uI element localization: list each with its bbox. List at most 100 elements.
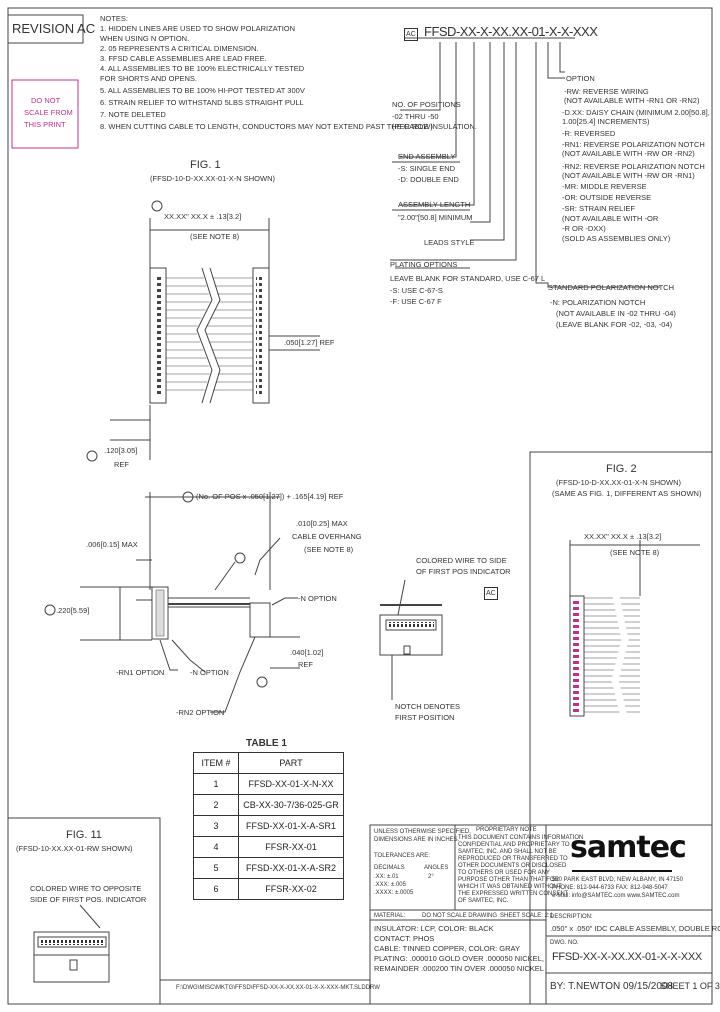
proprietary-line: PURPOSE OTHER THAN THAT FOR xyxy=(458,877,559,883)
option-line: -SR: STRAIN RELIEF xyxy=(562,204,635,213)
note-line: FOR SHORTS AND OPENS. xyxy=(100,74,197,83)
proprietary-line: SAMTEC, INC. AND SHALL NOT BE xyxy=(458,849,557,855)
option-line: -RN1: REVERSE POLARIZATION NOTCH xyxy=(562,140,705,149)
do-not-scale-drawing: DO NOT SCALE DRAWING xyxy=(422,913,498,919)
file-path: F:\DWG\MISC\MKTG\FFSD\FFSD-XX-X-XX.XX-01… xyxy=(176,985,380,991)
fig1-length-dim: XX.XX" XX.X ± .13[3.2] xyxy=(164,212,242,221)
note-line: WHEN USING N OPTION. xyxy=(100,34,190,43)
option-line: -OR: OUTSIDE REVERSE xyxy=(562,193,652,202)
description-heading: DESCRIPTION: xyxy=(550,914,593,920)
colored-wire-label-2: OF FIRST POS INDICATOR xyxy=(416,567,511,576)
side-overhang-2: CABLE OVERHANG xyxy=(292,532,362,541)
note-line: 1. HIDDEN LINES ARE USED TO SHOW POLARIZ… xyxy=(100,24,296,33)
fig3-label-2: SIDE OF FIRST POS. INDICATOR xyxy=(30,895,147,904)
fig1-pitch: .050[1.27] REF xyxy=(284,338,335,347)
fig2-title: FIG. 2 xyxy=(606,463,637,475)
no-positions-per-row: (PER ROW) xyxy=(392,122,433,131)
option-line: 1.00[25.4] INCREMENTS) xyxy=(562,117,650,126)
side-ref040-ref: REF xyxy=(298,660,313,669)
table-row: 5 FFSD-XX-01-X-A-SR2 xyxy=(193,857,344,879)
side-rn1-option: -RN1 OPTION xyxy=(116,668,165,677)
end-assembly-single: -S: SINGLE END xyxy=(398,164,456,173)
side-rn2-option: -RN2 OPTION xyxy=(176,708,225,717)
notch-label-2: FIRST POSITION xyxy=(395,713,455,722)
decimals-label: DECIMALS xyxy=(374,865,405,871)
option-line: -D.XX: DAISY CHAIN (MINIMUM 2.00[50.8], xyxy=(562,108,710,117)
notch-label-1: NOTCH DENOTES xyxy=(395,702,461,711)
angles-label: ANGLES xyxy=(424,865,449,871)
proprietary-line: OTHER DOCUMENTS OR DISCLOSED xyxy=(458,863,567,869)
material-line: PLATING: .000010 GOLD OVER .000050 NICKE… xyxy=(374,954,544,963)
side-n-option: -N OPTION xyxy=(298,594,337,603)
table-row: 6 FFSR-XX-02 xyxy=(193,878,344,900)
fig2-subtitle-2: (SAME AS FIG. 1, DIFFERENT AS SHOWN) xyxy=(552,489,702,498)
proprietary-line: TO OTHERS OR USED FOR ANY xyxy=(458,870,550,876)
std-polarization-n: -N: POLARIZATION NOTCH xyxy=(550,298,646,307)
std-polarization-title: STANDARD POLARIZATION NOTCH xyxy=(548,283,674,292)
note-line: 4. ALL ASSEMBLIES TO BE 100% ELECTRICALL… xyxy=(100,64,305,73)
leads-style-title: LEADS STYLE xyxy=(424,238,475,247)
fig3-label-1: COLORED WIRE TO OPPOSITE xyxy=(30,884,142,893)
proprietary-line: WHICH IT WAS OBTAINED WITHOUT xyxy=(458,884,562,890)
option-line: OPTION xyxy=(566,74,595,83)
proprietary-title: PROPRIETARY NOTE xyxy=(476,827,537,833)
option-line: -RN2: REVERSE POLARIZATION NOTCH xyxy=(562,162,705,171)
material-line: INSULATOR: LCP, COLOR: BLACK xyxy=(374,924,494,933)
note-line: 5. ALL ASSEMBLIES TO BE 100% HI-POT TEST… xyxy=(100,86,305,95)
side-max06: .006[0.15] MAX xyxy=(86,540,138,549)
proprietary-line: THE EXPRESSED WRITTEN CONSENT xyxy=(458,891,569,897)
sheet-scale: SHEET SCALE: 2:1 xyxy=(500,913,553,919)
colored-wire-label-1: COLORED WIRE TO SIDE xyxy=(416,556,507,565)
address-line: PHONE: 812-944-6733 FAX: 812-948-5047 xyxy=(552,885,668,891)
notes-heading: NOTES: xyxy=(100,14,128,23)
material-line: REMAINDER .000200 TIN OVER .000050 NICKE… xyxy=(374,964,544,973)
assembly-length-title: ASSEMBLY LENGTH xyxy=(398,200,471,209)
do-not-scale-line-2: SCALE FROM xyxy=(24,108,73,117)
fig2-length-dim: XX.XX" XX.X ± .13[3.2] xyxy=(584,532,662,541)
parts-table: ITEM # PART 1 FFSD-XX-01-X-N-XX 2 CB-XX-… xyxy=(193,752,344,900)
note-line: 3. FFSD CABLE ASSEMBLIES ARE LEAD FREE. xyxy=(100,54,267,63)
fig3-title: FIG. 11 xyxy=(66,829,102,841)
option-line: -R OR -DXX) xyxy=(562,224,606,233)
fig2-subtitle-1: (FFSD-10-D-XX.XX-01-X-N SHOWN) xyxy=(556,478,682,487)
table-cell-part: CB-XX-30-7/36-025-GR xyxy=(238,794,344,816)
fig1-bottom-ref: REF xyxy=(114,460,129,469)
option-line: (SOLD AS ASSEMBLIES ONLY) xyxy=(562,234,671,243)
note-line: 2. 05 REPRESENTS A CRITICAL DIMENSION. xyxy=(100,44,259,53)
proprietary-line: CONFIDENTIAL AND PROPRIETARY TO xyxy=(458,842,570,848)
assembly-length-min: "2.00"[50.8] MINIMUM xyxy=(398,213,473,222)
unless-2: DIMENSIONS ARE IN INCHES. xyxy=(374,837,460,843)
rev-tag-ac: AC xyxy=(404,28,418,41)
table-header-item: ITEM # xyxy=(193,752,239,774)
table-cell-item: 4 xyxy=(193,836,239,858)
do-not-scale-line-3: THIS PRINT xyxy=(24,120,66,129)
sheet-number: SHEET 1 OF 3 xyxy=(660,981,720,991)
proprietary-line: OF SAMTEC, INC. xyxy=(458,898,509,904)
dwg-number: FFSD-XX-X-XX.XX-01-X-X-XXX xyxy=(552,951,702,963)
table-cell-item: 3 xyxy=(193,815,239,837)
address-line: e-Mail: info@SAMTEC.com www.SAMTEC.com xyxy=(552,893,680,899)
side-ref040: .040[1.02] xyxy=(290,648,324,657)
unless-1: UNLESS OTHERWISE SPECIFIED, xyxy=(374,829,471,835)
plating-title: PLATING OPTIONS xyxy=(390,260,458,269)
tol-xx: .XX: ±.01 xyxy=(374,874,399,880)
no-positions-range: -02 THRU -50 xyxy=(392,112,439,121)
dwg-heading: DWG. NO. xyxy=(550,940,579,946)
note-line: 8. WHEN CUTTING CABLE TO LENGTH, CONDUCT… xyxy=(100,122,478,131)
option-line: -RW: REVERSE WIRING xyxy=(564,87,649,96)
note-line: 7. NOTE DELETED xyxy=(100,110,166,119)
proprietary-line: REPRODUCED OR TRANSFERRED TO xyxy=(458,856,568,862)
address-line: 520 PARK EAST BLVD, NEW ALBANY, IN 47150 xyxy=(552,877,683,883)
plating-standard: LEAVE BLANK FOR STANDARD, USE C-67 L xyxy=(390,274,546,283)
fig1-title: FIG. 1 xyxy=(190,159,221,171)
table-row: 4 FFSR-XX-01 xyxy=(193,836,344,858)
table-cell-part: FFSR-XX-02 xyxy=(238,878,344,900)
side-overhang-3: (SEE NOTE 8) xyxy=(304,545,354,554)
fig1-bottom-dim: .120[3.05] xyxy=(104,446,138,455)
tolerances: TOLERANCES ARE: xyxy=(374,853,430,859)
fig3-subtitle: (FFSD-10-XX.XX-01-RW SHOWN) xyxy=(16,844,133,853)
table-cell-part: FFSD-XX-01-X-A-SR1 xyxy=(238,815,344,837)
fig1-length-note: (SEE NOTE 8) xyxy=(190,232,240,241)
revision-label: REVISION AC xyxy=(12,21,96,36)
